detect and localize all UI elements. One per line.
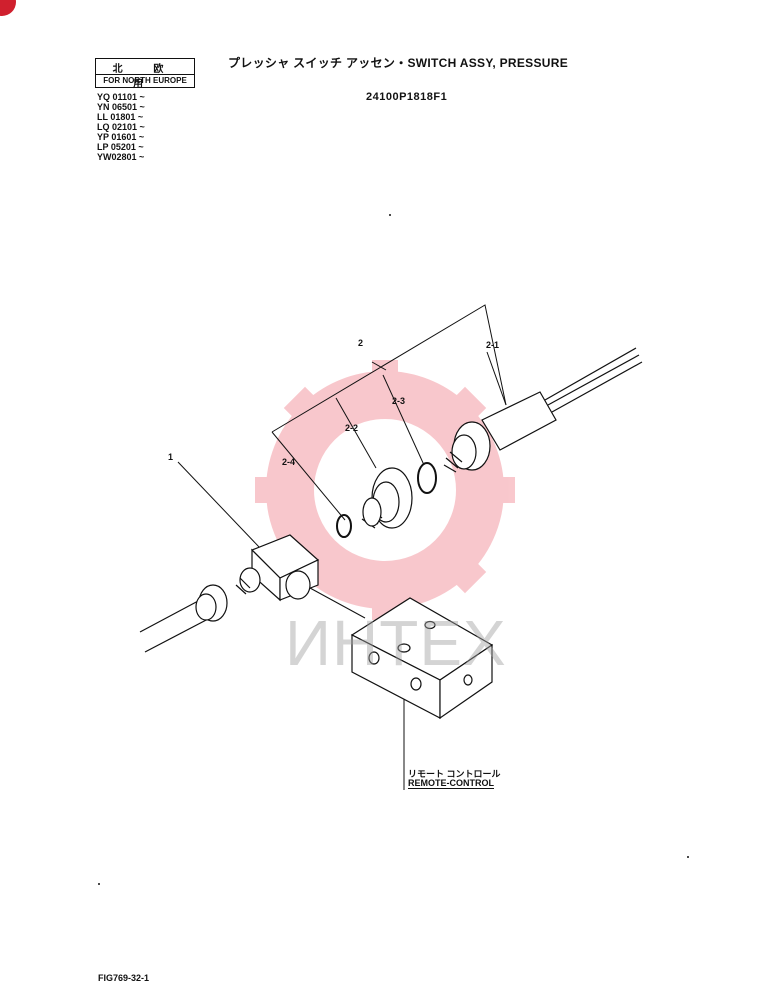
callout-2-3: 2-3	[392, 396, 405, 406]
callout-2-1: 2-1	[486, 340, 499, 350]
serial-item: YN 06501 ~	[97, 102, 145, 112]
callout-2-2: 2-2	[345, 423, 358, 433]
watermark-text: ИНТЕХ	[285, 607, 507, 679]
callout-2-4: 2-4	[282, 457, 295, 467]
serial-list: YQ 01101 ~ YN 06501 ~ LL 01801 ~ LQ 0210…	[97, 92, 145, 162]
serial-item: YQ 01101 ~	[97, 92, 145, 102]
adapter-2-2	[361, 467, 413, 529]
pressure-switch-body	[443, 347, 643, 473]
callout-1: 1	[168, 452, 173, 462]
serial-item: LL 01801 ~	[97, 112, 144, 122]
tee-fitting	[235, 534, 320, 602]
remote-control-block	[350, 597, 494, 720]
callout-2: 2	[358, 338, 363, 348]
region-box: 北 欧 用 FOR NORTH EUROPE	[95, 58, 195, 90]
region-label-jp: 北 欧 用	[112, 64, 178, 90]
region-label-en: FOR NORTH EUROPE	[96, 74, 194, 85]
page-title: プレッシャ スイッチ アッセン・SWITCH ASSY, PRESSURE	[228, 56, 569, 70]
hose	[139, 584, 228, 653]
remote-control-label-en: REMOTE-CONTROL	[408, 778, 494, 789]
o-ring-2-3	[417, 462, 437, 494]
leader-lines	[177, 304, 507, 790]
part-number: 24100P1818F1	[366, 91, 448, 103]
serial-item: YP 01601 ~	[97, 132, 145, 142]
o-ring-2-4	[336, 514, 352, 538]
figure-number: FIG769-32-1	[98, 973, 150, 983]
remote-control-label-jp: リモート コントロール	[408, 769, 501, 779]
serial-item: LP 05201 ~	[97, 142, 144, 152]
serial-item: LQ 02101 ~	[97, 122, 145, 132]
serial-item: YW02801 ~	[97, 152, 145, 162]
